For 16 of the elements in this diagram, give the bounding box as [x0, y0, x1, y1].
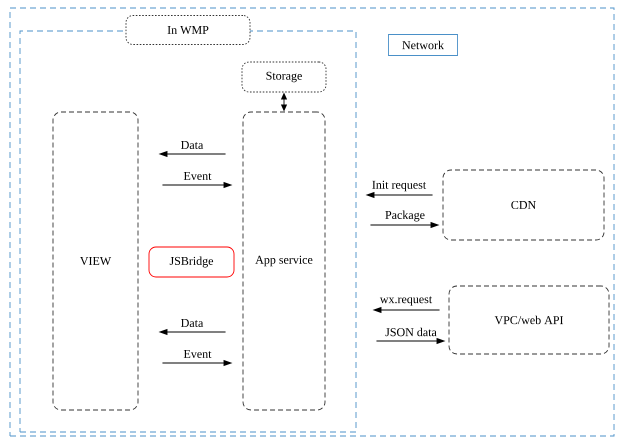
cdn-box: CDN — [442, 170, 604, 240]
view-box: VIEW — [52, 112, 138, 410]
storage-box: Storage — [242, 62, 326, 92]
edge-label: Event — [184, 350, 212, 358]
edge-label: Event — [184, 172, 212, 180]
edge-label: Data — [181, 141, 204, 149]
service-box: App service — [242, 112, 326, 410]
heading-box: Network — [388, 34, 458, 56]
edge-label: Data — [181, 319, 204, 327]
edge-label: Package — [385, 210, 425, 222]
edge-label: Init request — [372, 180, 426, 192]
edge-label: wx.request — [380, 296, 432, 306]
bridge-box: JSBridge — [148, 246, 234, 278]
heading-box: In WMP — [126, 15, 250, 45]
edge-label: JSON data — [385, 328, 437, 336]
api-box: VPC/web API — [448, 286, 610, 354]
